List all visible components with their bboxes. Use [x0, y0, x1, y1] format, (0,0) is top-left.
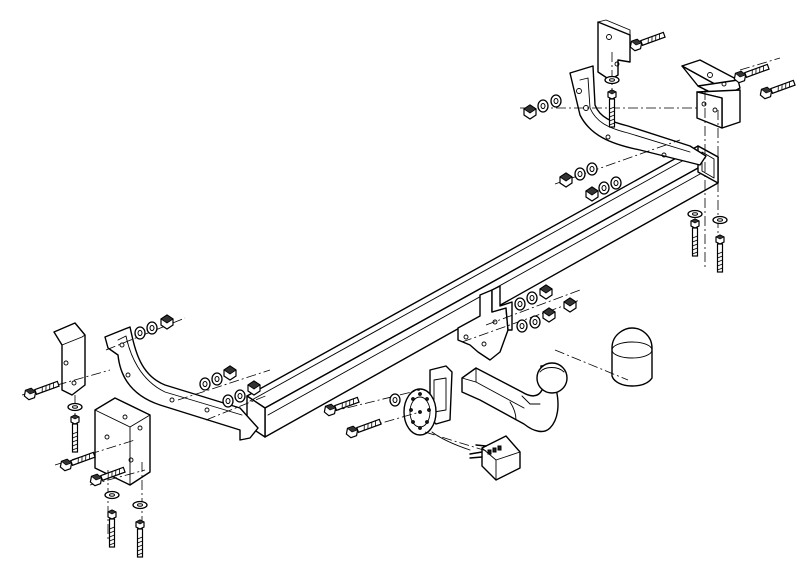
left-lower-plate	[94, 397, 151, 486]
right-side-bracket	[569, 65, 707, 166]
center-mount-bracket	[457, 285, 513, 361]
socket-cable	[431, 431, 471, 451]
left-small-bracket	[53, 322, 86, 396]
wiring-connector	[469, 435, 521, 481]
right-small-bracket	[597, 19, 631, 81]
ball-cap	[611, 327, 653, 387]
tow-ball	[536, 362, 568, 394]
left-side-bracket	[104, 326, 259, 441]
right-vertical-plate	[696, 89, 741, 129]
tow-ball-neck	[461, 367, 559, 433]
